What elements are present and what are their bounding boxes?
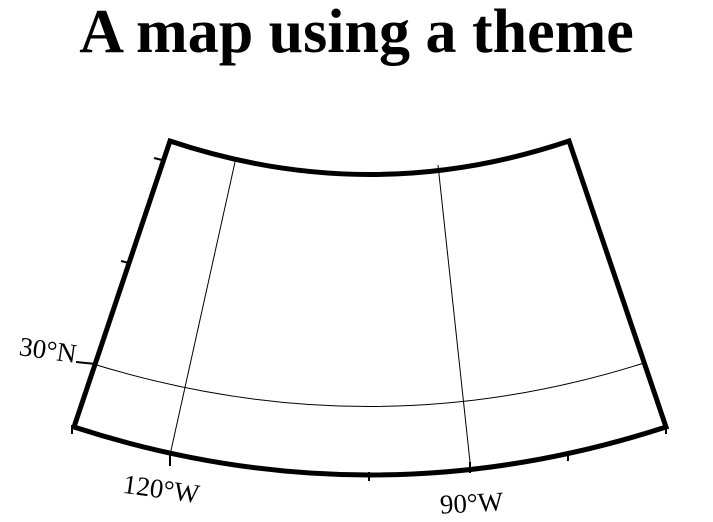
lon-label-90w: 90°W xyxy=(439,486,504,519)
map-title: A map using a theme xyxy=(79,0,634,66)
graticule xyxy=(89,161,645,463)
meridian-120w xyxy=(169,161,236,456)
tick-left-upper xyxy=(153,157,163,161)
map-frame xyxy=(70,137,670,478)
map-area xyxy=(74,141,666,475)
lon-label-120w: 120°W xyxy=(121,469,202,509)
parallel-30n xyxy=(89,362,645,407)
meridian-90w xyxy=(437,164,471,463)
lat-label-30n: 30°N xyxy=(17,331,78,369)
